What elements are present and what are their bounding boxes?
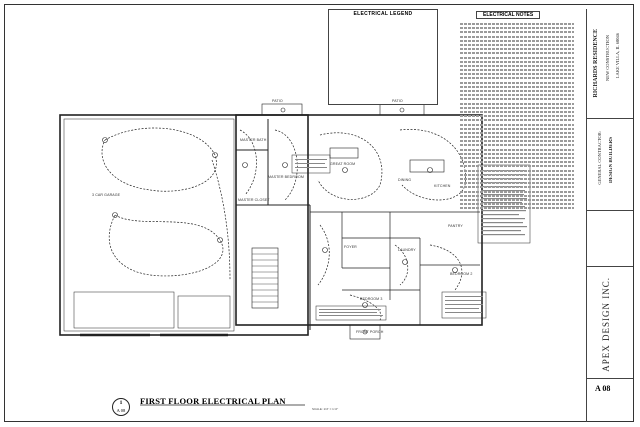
callout-note	[441, 291, 487, 319]
detail-number: 1	[119, 400, 123, 406]
drawing-scale: SCALE: 1/4" = 1'-0"	[312, 407, 339, 411]
room-label-foyer: FOYER	[344, 245, 357, 249]
callout-text	[445, 312, 482, 313]
switch-leg	[274, 129, 298, 201]
legend-title: ELECTRICAL LEGEND	[353, 11, 413, 17]
callout-text	[481, 210, 526, 212]
light-fixture	[112, 212, 118, 218]
light-fixture	[427, 167, 433, 173]
switch-leg	[101, 127, 217, 192]
fireplace	[329, 147, 359, 159]
detail-sheet-ref: A 08	[116, 408, 126, 413]
detail-marker: 1 A 08	[112, 398, 130, 416]
callout-text	[481, 234, 525, 236]
callout-note	[291, 154, 331, 174]
light-fixture	[102, 137, 108, 143]
callout-text	[445, 304, 483, 305]
room-label-front-porch: FRONT PORCH	[356, 330, 384, 334]
room-label-patio-left: PATIO	[272, 99, 283, 103]
callout-text	[319, 315, 383, 316]
contractor-label: GENERAL CONTRACTOR:	[597, 131, 602, 185]
callout-text	[481, 226, 527, 228]
room-label-bedroom-2: BEDROOM 2	[450, 272, 473, 276]
notes-title: ELECTRICAL NOTES	[476, 11, 541, 19]
garage-slab	[73, 291, 175, 329]
callout-text	[319, 309, 381, 310]
front-porch	[349, 324, 381, 340]
light-fixture	[399, 107, 405, 113]
callout-text	[481, 206, 525, 208]
contractor-cell: GENERAL CONTRACTOR: DESIGN BUILDERS	[587, 119, 633, 211]
callout-text	[481, 194, 524, 196]
callout-text	[481, 218, 525, 220]
electrical-legend: ELECTRICAL LEGEND	[328, 9, 438, 105]
switch-leg	[394, 244, 408, 286]
garage-slab	[177, 295, 231, 329]
callout-note	[315, 305, 387, 321]
callout-text	[319, 312, 377, 313]
switch-leg	[317, 224, 330, 286]
title-block: RICHARDS RESIDENCE NEW CONSTRUCTION LAKE…	[586, 9, 633, 422]
room-label-kitchen: KITCHEN	[434, 184, 451, 188]
light-fixture	[452, 267, 458, 273]
sheet-number: A 08	[595, 384, 611, 393]
electrical-notes: ELECTRICAL NOTES	[458, 9, 576, 229]
house-walls	[235, 114, 483, 326]
light-fixture	[242, 162, 248, 168]
room-label-patio-right: PATIO	[392, 99, 403, 103]
callout-text	[295, 159, 327, 160]
room-label-master-bath: MASTER BATH	[240, 138, 267, 142]
kitchen-island	[409, 159, 445, 173]
switch-leg	[349, 294, 382, 321]
light-fixture	[282, 162, 288, 168]
room-label-master-closet: MASTER CLOSET	[238, 198, 270, 202]
switch-leg	[211, 159, 231, 281]
callout-text	[481, 214, 519, 216]
project-cell: RICHARDS RESIDENCE NEW CONSTRUCTION LAKE…	[587, 9, 633, 119]
project-name: RICHARDS RESIDENCE	[593, 29, 599, 98]
room-label-great-room: GREAT ROOM	[330, 162, 356, 166]
room-label-pantry: PANTRY	[448, 224, 463, 228]
project-location: LAKE VILLA, IL 60046	[615, 33, 620, 79]
callout-text	[295, 163, 325, 164]
light-fixture	[342, 167, 348, 173]
light-fixture	[217, 237, 223, 243]
switch-leg	[317, 132, 383, 200]
firm-cell: APEX DESIGN INC.	[587, 267, 633, 379]
notes-text	[460, 23, 574, 211]
switch-leg	[429, 244, 463, 291]
room-label-laundry: LAUNDRY	[398, 248, 416, 252]
contractor-name: DESIGN BUILDERS	[609, 137, 614, 183]
project-sub: NEW CONSTRUCTION	[605, 35, 610, 82]
light-fixture	[362, 302, 368, 308]
room-label-master-bedroom: MASTER BEDROOM	[268, 175, 304, 179]
firm-name: APEX DESIGN INC.	[601, 277, 611, 372]
switch-leg	[399, 129, 466, 201]
callout-text	[481, 202, 522, 204]
drawing-title: FIRST FLOOR ELECTRICAL PLAN	[140, 396, 286, 406]
callout-text	[481, 222, 523, 224]
light-fixture	[212, 152, 218, 158]
callout-text	[445, 300, 481, 301]
light-fixture	[402, 259, 408, 265]
patio-right	[379, 103, 425, 116]
light-fixture	[322, 247, 328, 253]
callout-text	[481, 230, 521, 232]
room-label-bedroom-3: BEDROOM 3	[360, 297, 383, 301]
room-label-dining: DINING	[398, 178, 412, 182]
garage-interior	[63, 118, 235, 332]
light-fixture	[280, 107, 286, 113]
switch-leg	[108, 214, 224, 277]
light-fixture	[362, 329, 368, 335]
callout-text	[295, 167, 327, 168]
patio-left	[261, 103, 303, 116]
revision-cell	[587, 211, 633, 267]
callout-text	[445, 296, 483, 297]
callout-text	[481, 198, 527, 200]
room-label-garage: 3 CAR GARAGE	[92, 193, 121, 197]
sheet-border	[4, 4, 634, 422]
callout-text	[445, 308, 479, 309]
